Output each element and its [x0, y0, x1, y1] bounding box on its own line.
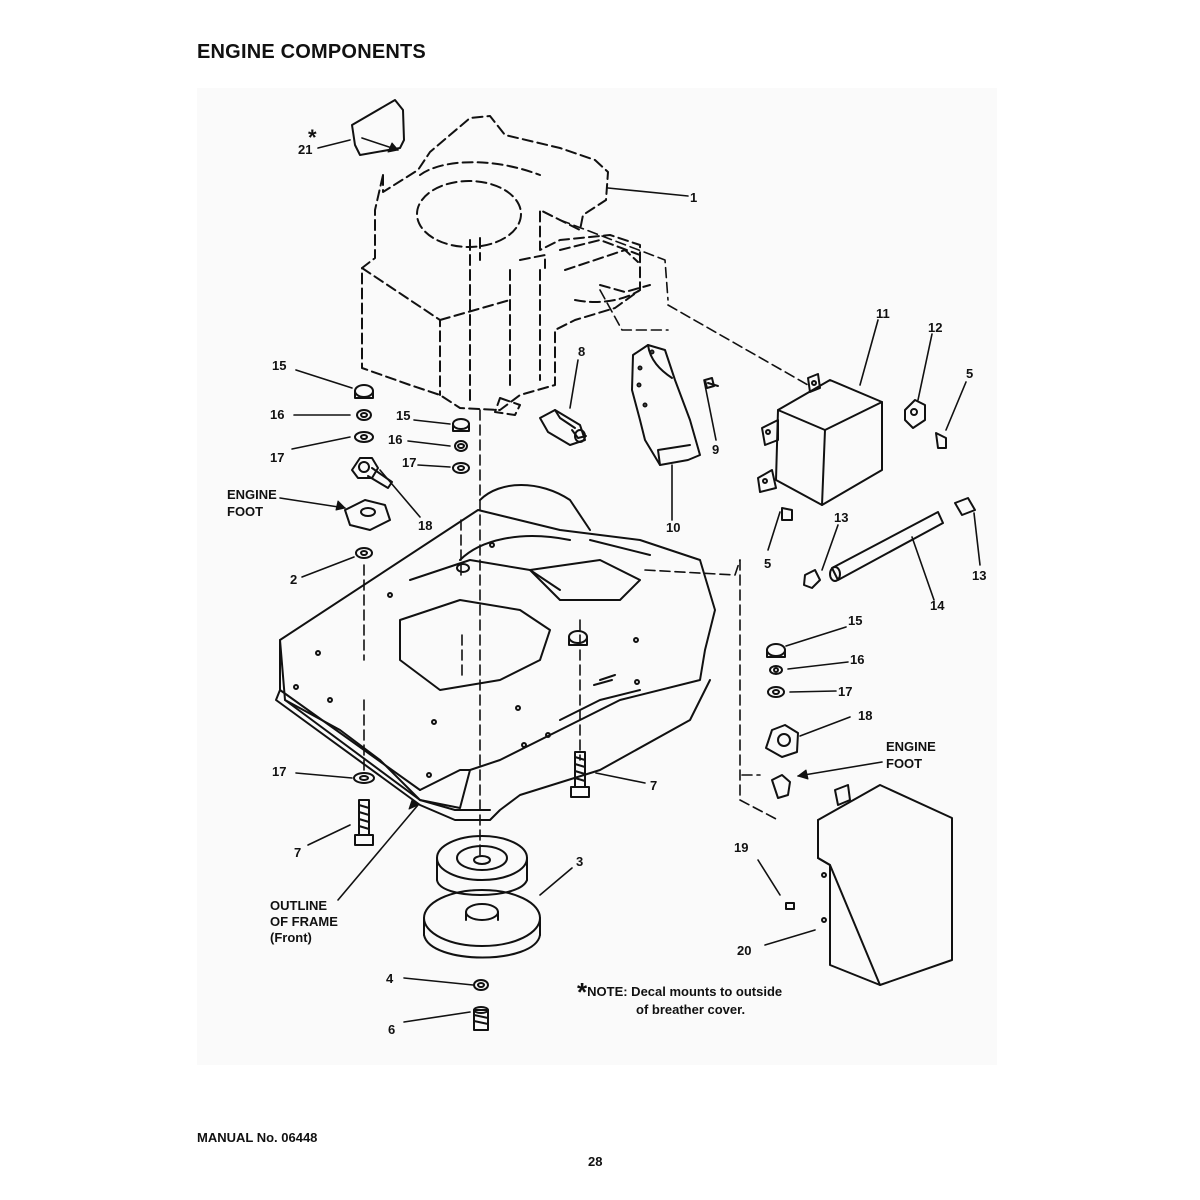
callout-2: 2 [290, 572, 297, 587]
callout-14: 14 [930, 598, 945, 613]
callout-5-upper: 5 [966, 366, 973, 381]
callout-15-left: 15 [272, 358, 286, 373]
callout-13-left: 13 [834, 510, 848, 525]
callout-18-right: 18 [858, 708, 872, 723]
callout-4: 4 [386, 971, 394, 986]
routing-lines [363, 219, 809, 861]
engine-outline [361, 115, 651, 416]
frame-bolts [354, 751, 590, 846]
callout-7-left: 7 [294, 845, 301, 860]
leader-lines [279, 137, 981, 1023]
note-asterisk: * [577, 977, 588, 1007]
outline-frame-line2: OF FRAME [270, 914, 338, 929]
arrowheads [335, 142, 809, 810]
callout-17-center: 17 [402, 455, 416, 470]
note-line-2: of breather cover. [636, 1002, 746, 1017]
right-hardware-stack [765, 643, 799, 799]
hose [803, 497, 976, 589]
page-title: ENGINE COMPONENTS [197, 41, 426, 63]
outline-frame-line1: OUTLINE [270, 898, 327, 913]
callout-21: 21 [298, 142, 312, 157]
callout-11: 11 [876, 306, 890, 321]
callout-7-right: 7 [650, 778, 657, 793]
callout-12: 12 [928, 320, 942, 335]
callout-13-right: 13 [972, 568, 986, 583]
callout-15-center: 15 [396, 408, 410, 423]
callout-15-right: 15 [848, 613, 862, 628]
callout-16-right: 16 [850, 652, 864, 667]
callout-3: 3 [576, 854, 583, 869]
side-cover [785, 784, 953, 986]
battery-box [757, 373, 883, 506]
left-engine-foot [344, 457, 393, 531]
outline-frame-line3: (Front) [270, 930, 312, 945]
callout-21-asterisk: * [308, 125, 317, 150]
callout-10: 10 [666, 520, 680, 535]
callout-8: 8 [578, 344, 585, 359]
left-hardware-stack [353, 384, 470, 784]
engine-foot-right-line1: ENGINE [886, 739, 936, 754]
callout-16-center: 16 [388, 432, 402, 447]
callout-18-left: 18 [418, 518, 432, 533]
engine-foot-left-line1: ENGINE [227, 487, 277, 502]
callout-9: 9 [712, 442, 719, 457]
clip-and-screws [781, 399, 947, 521]
decal-note: *NOTE: Decal mounts to outside of breath… [577, 979, 783, 1019]
engine-foot-right-line2: FOOT [886, 756, 922, 771]
callout-1: 1 [690, 190, 697, 205]
callout-16-left: 16 [270, 407, 284, 422]
callout-numbers: 21 * 1 11 12 5 8 9 10 5 13 13 14 15 16 1… [270, 125, 986, 1037]
note-line-1: NOTE: Decal mounts to outside [587, 984, 783, 999]
diagram-labels: ENGINE FOOT ENGINE FOOT OUTLINE OF FRAME… [227, 487, 936, 945]
engine-shield-bracket [631, 344, 719, 466]
callout-19: 19 [734, 840, 748, 855]
drawing-panel [197, 88, 997, 1065]
callout-17-bottom: 17 [272, 764, 286, 779]
callout-17-right: 17 [838, 684, 852, 699]
page-number: 28 [588, 1154, 603, 1169]
mower-frame [275, 484, 716, 821]
manual-number: MANUAL No. 06448 [197, 1130, 318, 1145]
engine-foot-left-line2: FOOT [227, 504, 263, 519]
engine-pulley [423, 835, 541, 1031]
callout-6: 6 [388, 1022, 395, 1037]
sensor-part [539, 409, 587, 446]
decal [351, 99, 405, 156]
callout-17-left: 17 [270, 450, 284, 465]
callout-5-lower: 5 [764, 556, 771, 571]
callout-20: 20 [737, 943, 751, 958]
